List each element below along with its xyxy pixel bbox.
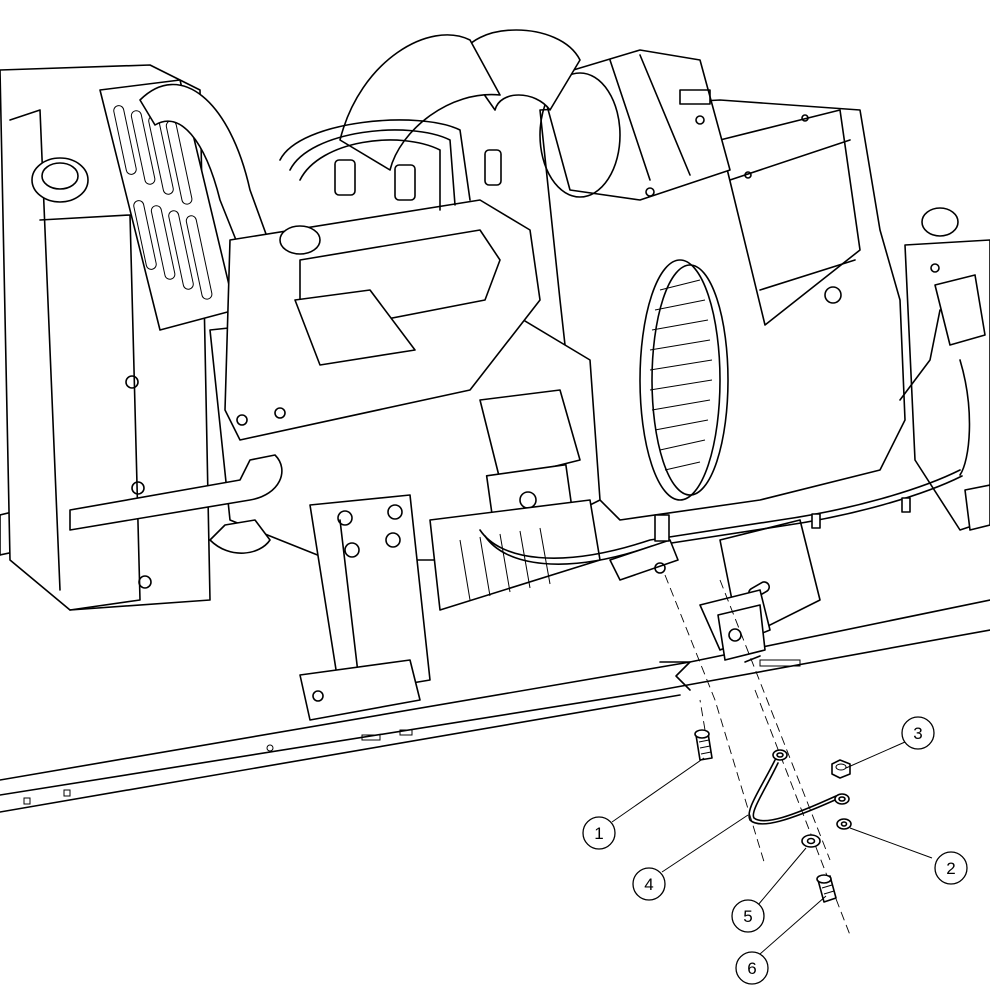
- callout-2: 2: [934, 851, 968, 885]
- bolt-part-6: [816, 874, 837, 903]
- fuel-lines: [279, 119, 502, 211]
- callout-6-label: 6: [747, 959, 756, 978]
- callout-5-label: 5: [743, 907, 752, 926]
- callout-4-label: 4: [644, 875, 653, 894]
- callout-3: 3: [901, 716, 935, 750]
- engine-block: [209, 119, 601, 721]
- bolt-part-1: [694, 729, 713, 761]
- callout-6: 6: [735, 951, 769, 985]
- radiator: [0, 64, 271, 611]
- nut-part-3: [831, 759, 851, 779]
- exploded-hardware: [664, 574, 852, 936]
- base-frame: [0, 497, 990, 813]
- frame-mount-lug: [699, 589, 771, 663]
- callout-3-label: 3: [913, 724, 922, 743]
- leader-lines: [611, 741, 933, 955]
- battery: [899, 207, 990, 531]
- callout-2-label: 2: [946, 859, 955, 878]
- radiator-grille-slots: [113, 105, 213, 300]
- washer-part-5: [801, 834, 821, 848]
- callout-1-label: 1: [594, 824, 603, 843]
- wire-harness: [479, 469, 963, 581]
- alternator-fins: [639, 259, 729, 501]
- callout-5: 5: [731, 899, 765, 933]
- callout-1: 1: [582, 816, 616, 850]
- frame-slot-marks: [23, 659, 801, 805]
- air-cleaner: [339, 29, 731, 201]
- lower-hose: [69, 454, 283, 554]
- washer-part-2: [836, 818, 852, 830]
- callout-4: 4: [632, 867, 666, 901]
- ground-strap-part-4: [748, 749, 850, 825]
